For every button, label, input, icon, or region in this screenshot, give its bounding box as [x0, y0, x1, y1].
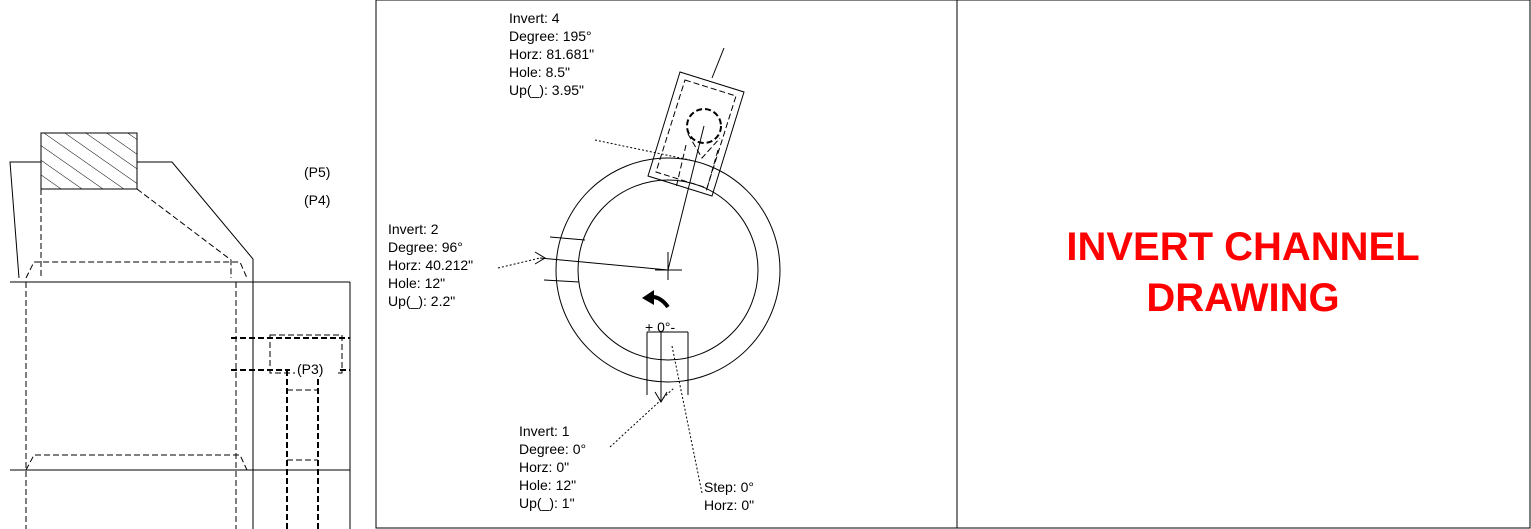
- invert2-centerline: [539, 257, 669, 271]
- title-block: INVERT CHANNEL DRAWING: [1066, 225, 1419, 320]
- step-label: Step: 0° Horz: 0": [704, 479, 754, 513]
- invert1-line: Horz: 0": [519, 459, 569, 475]
- zero-degree-marker: + 0°-: [645, 319, 675, 335]
- sheet-border: [375, 0, 1531, 529]
- invert4-pipe-taper: [687, 133, 721, 159]
- label-p5: (P5): [304, 164, 330, 180]
- joint-lower-dash: [25, 454, 248, 471]
- elevation-view: (P5) (P4) (P3): [9, 132, 351, 529]
- label-p3-bg: [295, 360, 335, 378]
- invert4-leader: [594, 139, 691, 161]
- invert4-pipe-circle: [686, 108, 722, 144]
- panel-frames: [375, 0, 1531, 529]
- invert4-line: Hole: 8.5": [509, 64, 570, 80]
- invert2-line: Hole: 12": [388, 275, 445, 291]
- rotation-arrow-head: [642, 290, 654, 305]
- manhole-outer-circle: [555, 157, 781, 383]
- step-line: Horz: 0": [704, 497, 754, 513]
- manhole-inner-circle: [577, 179, 759, 361]
- invert4-centerline: [667, 125, 705, 271]
- invert1-line: Invert: 1: [519, 423, 570, 439]
- cone-left-outline: [9, 161, 41, 279]
- invert2-line: Horz: 40.212": [388, 257, 473, 273]
- step-line: Step: 0°: [704, 479, 754, 495]
- invert2-line: Invert: 2: [388, 221, 439, 237]
- step-leader: [671, 345, 703, 494]
- top-cap-hatched: [40, 132, 138, 190]
- invert1-leader: [609, 387, 675, 448]
- invert4-pipe-inner-dash: [655, 79, 737, 189]
- plan-view: + 0°- Invert: 4 Degree: 195° Horz: 81.68…: [388, 10, 781, 513]
- invert4-pipe-wall-left: [675, 144, 687, 189]
- invert1-line: Hole: 12": [519, 477, 576, 493]
- cone-right-outline: [137, 161, 254, 529]
- invert2-pipe-bottom: [543, 279, 580, 283]
- invert1-label: Invert: 1 Degree: 0° Horz: 0" Hole: 12" …: [519, 423, 586, 511]
- invert4-pipe-wall-right: [705, 149, 719, 193]
- invert1-line: Degree: 0°: [519, 441, 586, 457]
- invert4-pipe-tail: [711, 47, 725, 79]
- invert2-label: Invert: 2 Degree: 96° Horz: 40.212" Hole…: [388, 221, 473, 309]
- invert2-line: Up(_): 2.2": [388, 293, 455, 309]
- invert2-pipe-top: [549, 236, 586, 241]
- label-p4: (P4): [304, 192, 330, 208]
- invert1-arrowhead: [654, 391, 668, 403]
- invert1-line: Up(_): 1": [519, 495, 575, 511]
- label-p3: (P3): [297, 361, 323, 377]
- invert2-arrowhead: [534, 251, 546, 265]
- cone-inner-right-dash: [136, 188, 232, 278]
- invert2-leader: [497, 257, 541, 269]
- invert4-pipe-box: [647, 71, 745, 197]
- invert4-label: Invert: 4 Degree: 195° Horz: 81.681" Hol…: [509, 10, 594, 98]
- invert4-line: Invert: 4: [509, 10, 560, 26]
- title-line-1: INVERT CHANNEL: [1066, 225, 1419, 269]
- joint-top-dash: [25, 261, 248, 279]
- invert4-line: Horz: 81.681": [509, 46, 594, 62]
- title-line-2: DRAWING: [1146, 276, 1339, 320]
- invert2-line: Degree: 96°: [388, 239, 463, 255]
- invert4-line: Up(_): 3.95": [509, 82, 584, 98]
- invert4-line: Degree: 195°: [509, 28, 592, 44]
